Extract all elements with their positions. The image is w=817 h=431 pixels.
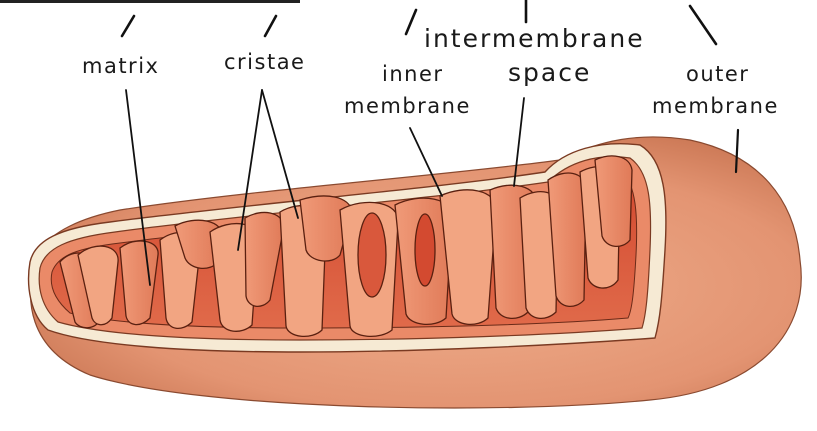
top-border-fragment (0, 0, 300, 3)
label-intermembrane-1: intermembrane (424, 26, 645, 51)
label-outer-membrane-1: outer (686, 64, 749, 85)
label-outer-membrane-2: membrane (652, 96, 779, 117)
leader-top-5 (690, 6, 716, 44)
leader-top-1 (122, 16, 134, 36)
label-inner-membrane-2: membrane (344, 96, 471, 117)
leader-top-3 (406, 10, 416, 34)
label-inner-membrane-1: inner (382, 64, 444, 85)
label-cristae: cristae (224, 52, 305, 73)
label-matrix: matrix (82, 56, 159, 77)
leader-top-2 (265, 16, 276, 36)
label-intermembrane-2: space (508, 60, 591, 85)
